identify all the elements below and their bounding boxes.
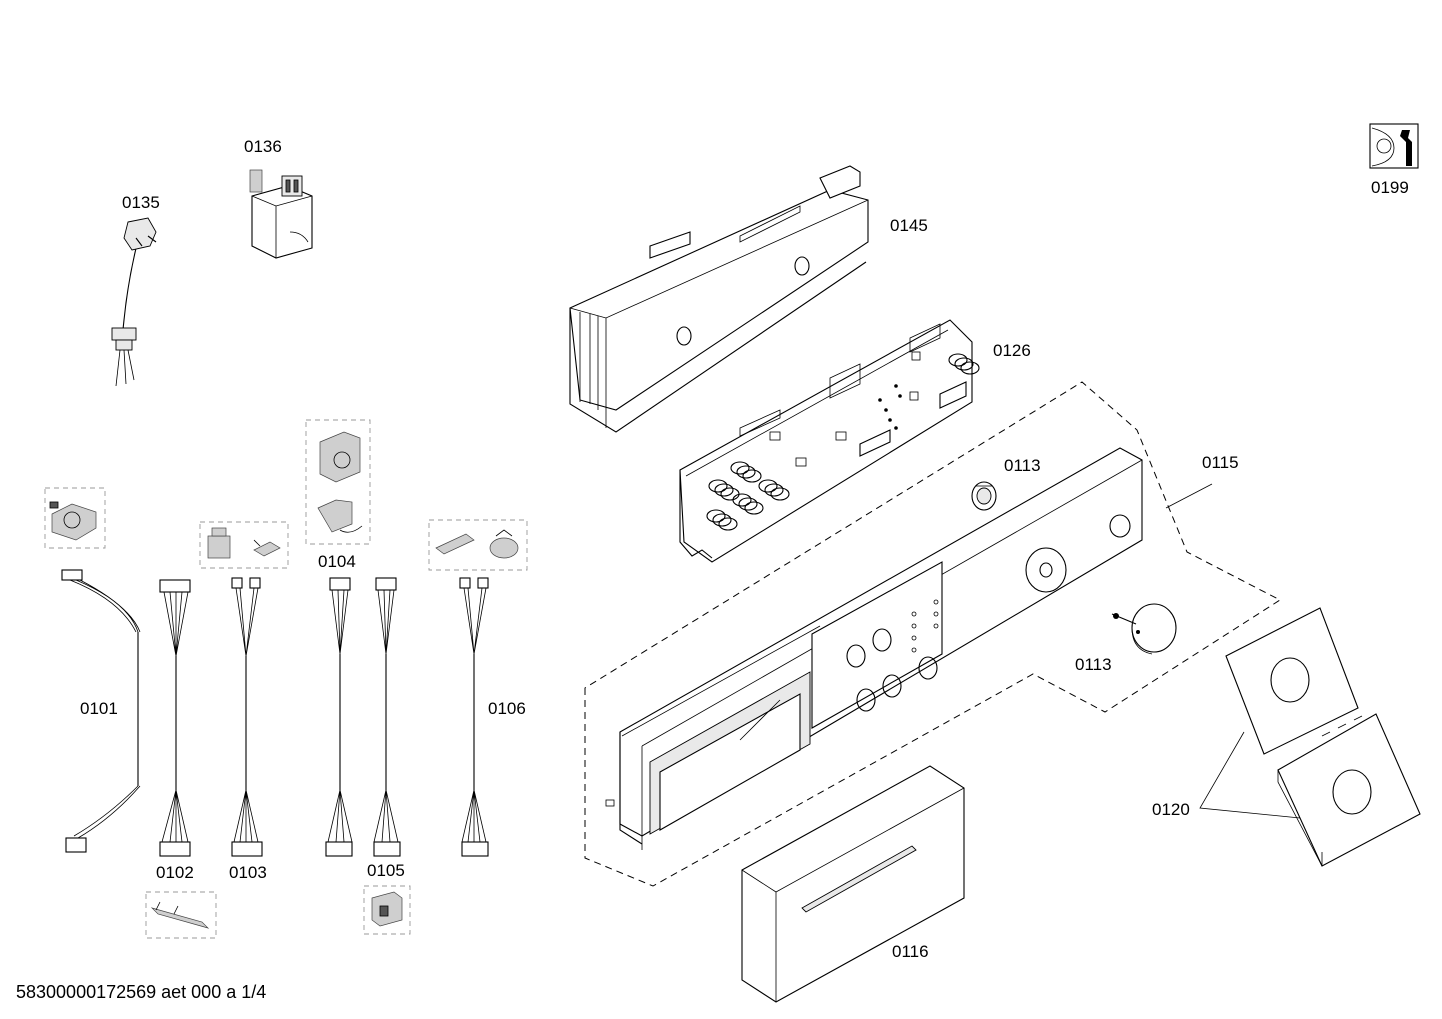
cover-plate-bottom	[1277, 713, 1421, 867]
drawer-handle-part	[741, 765, 965, 1003]
label-0136: 0136	[244, 137, 282, 156]
label-0106: 0106	[488, 699, 526, 718]
selector-knob-small	[971, 481, 997, 511]
label-0105: 0105	[367, 861, 405, 880]
harness-0105	[373, 577, 401, 857]
label-0104: 0104	[318, 552, 356, 571]
label-0103: 0103	[229, 863, 267, 882]
harness-0104	[325, 577, 353, 857]
subpart-sensor	[363, 885, 411, 935]
harness-0106	[459, 577, 489, 857]
selector-knob-large	[1111, 603, 1177, 655]
leader-0120	[1199, 731, 1301, 819]
cover-plate-top	[1225, 607, 1359, 755]
document-footer-id: 58300000172569 aet 000 a 1/4	[16, 982, 266, 1002]
subpart-pump-pair	[428, 519, 528, 571]
label-0199: 0199	[1371, 178, 1409, 197]
label-0102: 0102	[156, 863, 194, 882]
subpart-heater	[145, 891, 217, 939]
label-0113-lower: 0113	[1075, 655, 1112, 674]
subpart-valve-pair	[199, 521, 289, 569]
label-0101: 0101	[80, 699, 118, 718]
harness-0103	[231, 577, 263, 857]
label-0120: 0120	[1152, 800, 1190, 819]
wrench-service-icon	[1369, 123, 1419, 169]
label-0126: 0126	[993, 341, 1031, 360]
control-panel-assembly-outline	[584, 381, 1282, 887]
harness-0102	[159, 579, 191, 857]
label-0113-upper: 0113	[1004, 456, 1041, 475]
filter-part	[249, 169, 313, 259]
label-0116: 0116	[892, 942, 929, 961]
label-0145: 0145	[890, 216, 928, 235]
subpart-motor	[44, 487, 106, 549]
leader-0115	[1165, 483, 1213, 509]
power-cord-part	[111, 217, 157, 387]
harness-0101	[61, 569, 141, 853]
label-0115: 0115	[1202, 453, 1239, 472]
subpart-solenoid	[305, 419, 371, 545]
control-module-housing	[569, 165, 869, 433]
control-panel-fascia	[605, 447, 1143, 850]
electronic-board-part	[679, 319, 980, 563]
label-0135: 0135	[122, 193, 160, 212]
